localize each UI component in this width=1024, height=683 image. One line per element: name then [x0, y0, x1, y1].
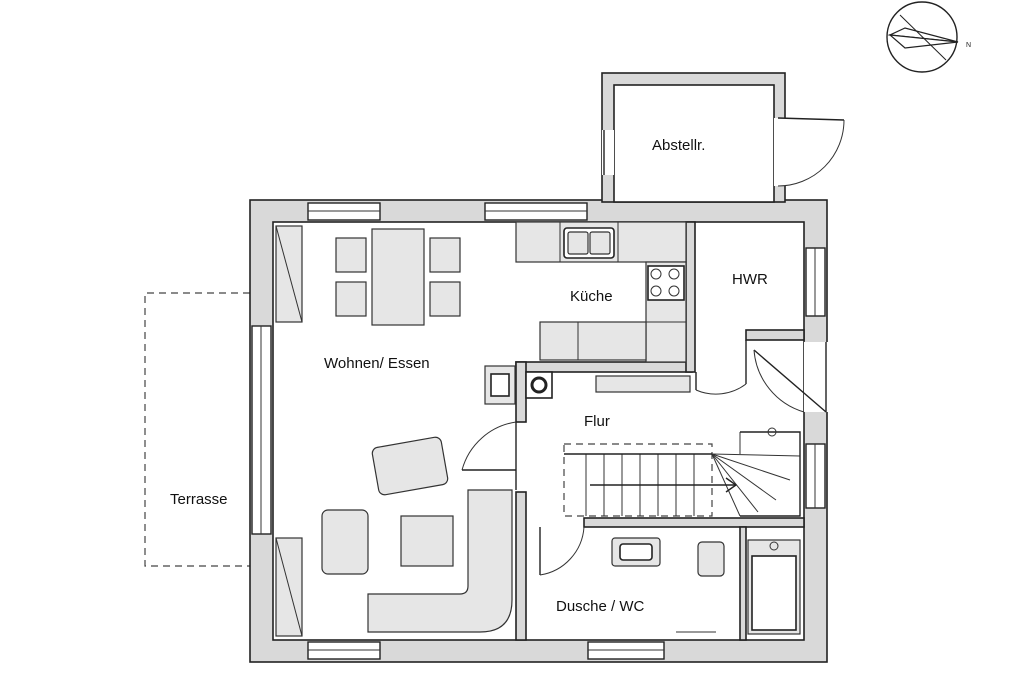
compass-north-label: N	[966, 42, 971, 49]
room-label-storage: Abstellr.	[652, 137, 705, 154]
living-cabinets	[275, 225, 303, 637]
room-label-hallway: Flur	[584, 413, 610, 430]
room-label-terrace: Terrasse	[170, 491, 228, 508]
storage-room	[601, 72, 845, 203]
side-table	[484, 365, 516, 405]
sofa-set	[321, 436, 513, 633]
dining-set	[335, 228, 461, 326]
north-arrow-icon: N	[886, 1, 971, 73]
staircase	[563, 427, 801, 517]
kitchen-counters	[515, 221, 691, 393]
window-left	[251, 325, 272, 535]
terrace-outline	[144, 292, 250, 567]
windows-top	[307, 202, 588, 221]
room-label-living-dining: Wohnen/ Essen	[324, 355, 430, 372]
bathroom-fixtures	[611, 537, 801, 635]
doors	[461, 340, 827, 576]
windows-right	[804, 247, 828, 509]
room-label-kitchen: Küche	[570, 288, 613, 305]
windows-bottom	[307, 641, 665, 660]
room-label-utility: HWR	[732, 271, 768, 288]
room-label-bathroom: Dusche / WC	[556, 598, 645, 615]
